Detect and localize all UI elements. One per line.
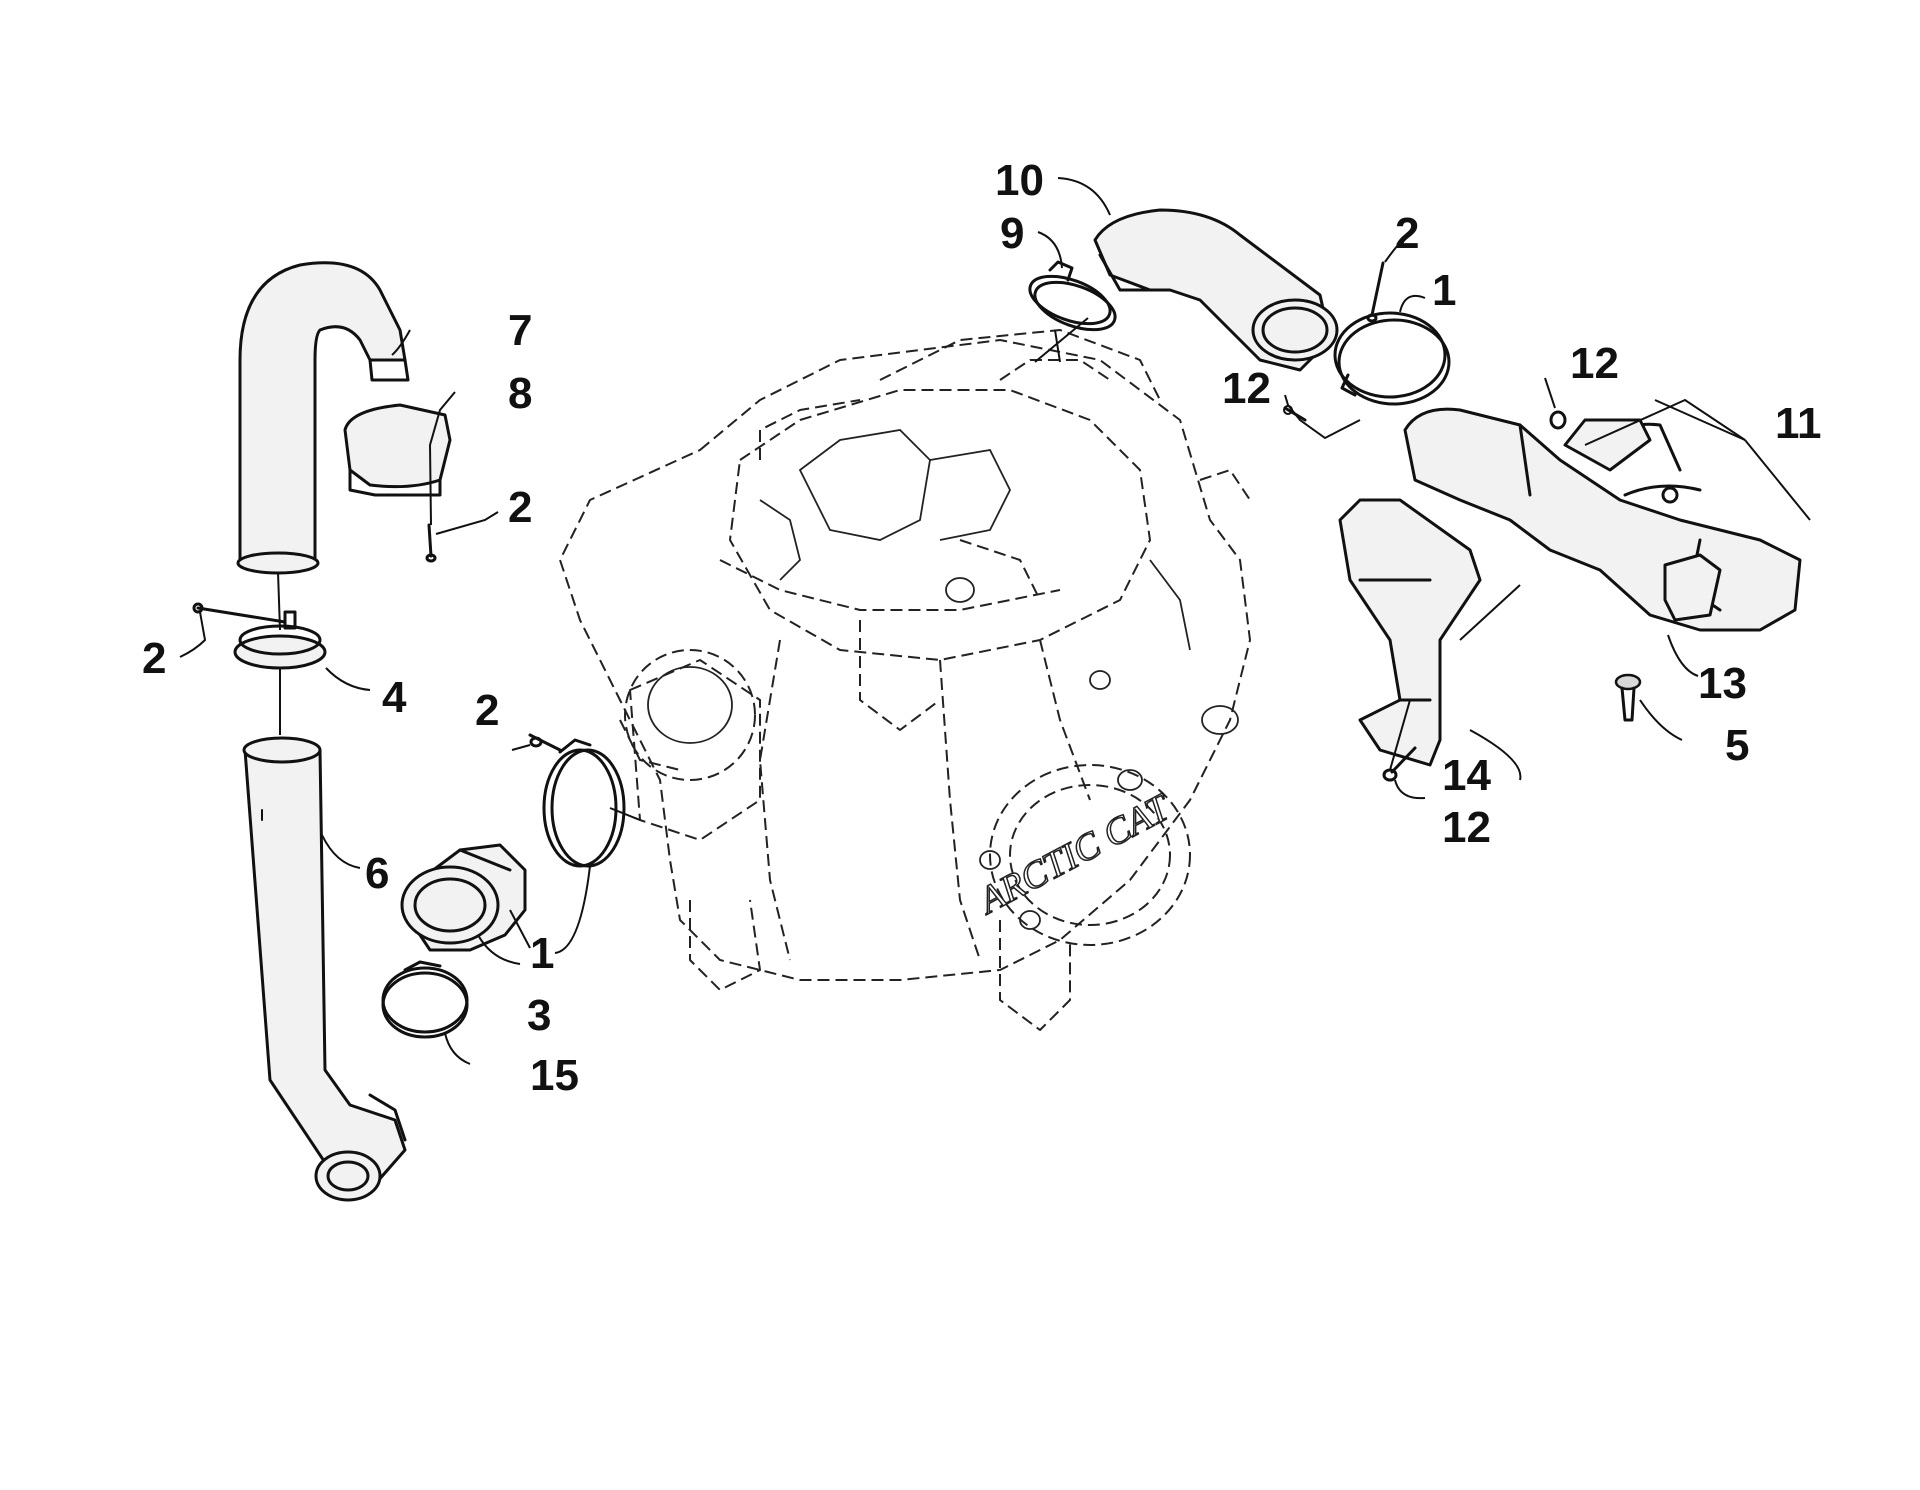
engine-block: ARCTIC CAT (559, 329, 1251, 1031)
screw-upper (425, 523, 437, 563)
callout-6: 6 (365, 849, 389, 898)
screw-right (1366, 261, 1385, 323)
callout-13: 13 (1698, 659, 1747, 708)
side-bracket (1663, 553, 1722, 622)
callout-3: 3 (527, 991, 551, 1040)
callout-1-left: 1 (530, 929, 554, 978)
callout-10: 10 (995, 156, 1044, 205)
nut-right (1549, 410, 1567, 430)
callout-2-center: 2 (475, 686, 499, 735)
screw-center (528, 733, 562, 752)
callout-2-left: 2 (142, 634, 166, 683)
flex-coupler (400, 843, 527, 952)
callout-12-left: 12 (1222, 364, 1271, 413)
callout-12-right: 12 (1570, 339, 1619, 388)
elbow-clamp (1028, 260, 1117, 332)
callout-8: 8 (508, 369, 532, 418)
screw-left (192, 602, 287, 624)
callout-15: 15 (530, 1051, 579, 1100)
callout-12-bottom: 12 (1442, 803, 1491, 852)
callout-5: 5 (1725, 721, 1749, 770)
callout-1-right: 1 (1432, 266, 1456, 315)
lower-duct-bracket (1338, 498, 1482, 767)
upper-curved-duct (236, 261, 410, 575)
callout-14: 14 (1442, 751, 1491, 800)
clamp-band-right (1333, 311, 1451, 406)
callout-2-upper: 2 (508, 483, 532, 532)
push-rivet (1614, 673, 1642, 722)
duct-cap (343, 403, 452, 497)
callout-7: 7 (508, 306, 532, 355)
clamp-band-lower (381, 960, 469, 1039)
callout-2-right: 2 (1395, 209, 1419, 258)
callout-11: 11 (1775, 399, 1822, 448)
callout-9: 9 (1000, 209, 1024, 258)
leader-lines (179, 177, 1811, 1065)
elbow-duct (1093, 208, 1339, 372)
clamp-band-left (542, 738, 626, 868)
callout-4: 4 (382, 673, 407, 722)
lower-long-duct (242, 736, 407, 1202)
